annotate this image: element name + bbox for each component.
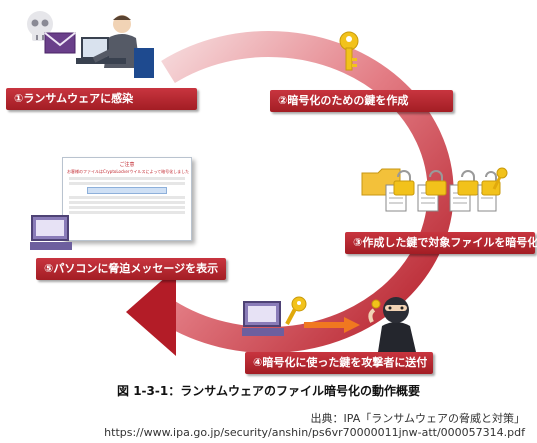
ransom-message-screen: ご注意 お客様のファイルはCryptoLockerウイルスによって暗号化しました: [62, 157, 192, 241]
step-3-label: ③作成した鍵で対象ファイルを暗号化: [345, 232, 537, 254]
cycle-arrowhead: [126, 268, 176, 356]
ransom-note-text-line: [69, 182, 185, 185]
source-credit: 出典：IPA「ランサムウェアの脅威と対策」: [310, 412, 525, 425]
personal-computer-icon: [30, 215, 72, 250]
ransom-note-text-line: [69, 211, 185, 214]
ransom-note-text-line: [69, 206, 185, 209]
ransom-note-text-line: [69, 177, 185, 180]
locked-file: [449, 170, 479, 212]
ransom-note-title: ご注意: [119, 162, 135, 168]
key-icon: [339, 31, 359, 71]
masked-attacker-icon: [368, 297, 416, 352]
source-url: https://www.ipa.go.jp/security/anshin/ps…: [104, 426, 525, 439]
hacker-at-laptop-icon: [76, 15, 154, 78]
send-arrow-icon: [304, 317, 360, 333]
small-key-icon: [492, 167, 508, 190]
key-icon: [285, 296, 307, 325]
step-4-label: ④暗号化に使った鍵を攻撃者に送付: [245, 352, 433, 374]
ransom-note-message: お客様のファイルはCryptoLockerウイルスによって暗号化しました: [67, 169, 190, 174]
envelope-icon: [44, 32, 76, 54]
locked-file: [385, 170, 415, 212]
ransom-note-payment-box: [87, 187, 167, 194]
skull-icon: [27, 11, 53, 41]
personal-computer-icon: [242, 301, 284, 336]
figure-caption: 図 1-3-1：ランサムウェアのファイル暗号化の動作概要: [117, 384, 420, 398]
locked-file: [477, 171, 501, 212]
locked-file: [417, 170, 447, 212]
step-1-label: ①ランサムウェアに感染: [6, 88, 197, 110]
encrypted-files-icon: [361, 167, 508, 212]
ransom-note-text-line: [69, 196, 185, 199]
step-5-label: ⑤パソコンに脅迫メッセージを表示: [36, 258, 226, 280]
step-2-label: ②暗号化のための鍵を作成: [270, 90, 453, 112]
ransom-note-text-line: [69, 201, 185, 204]
